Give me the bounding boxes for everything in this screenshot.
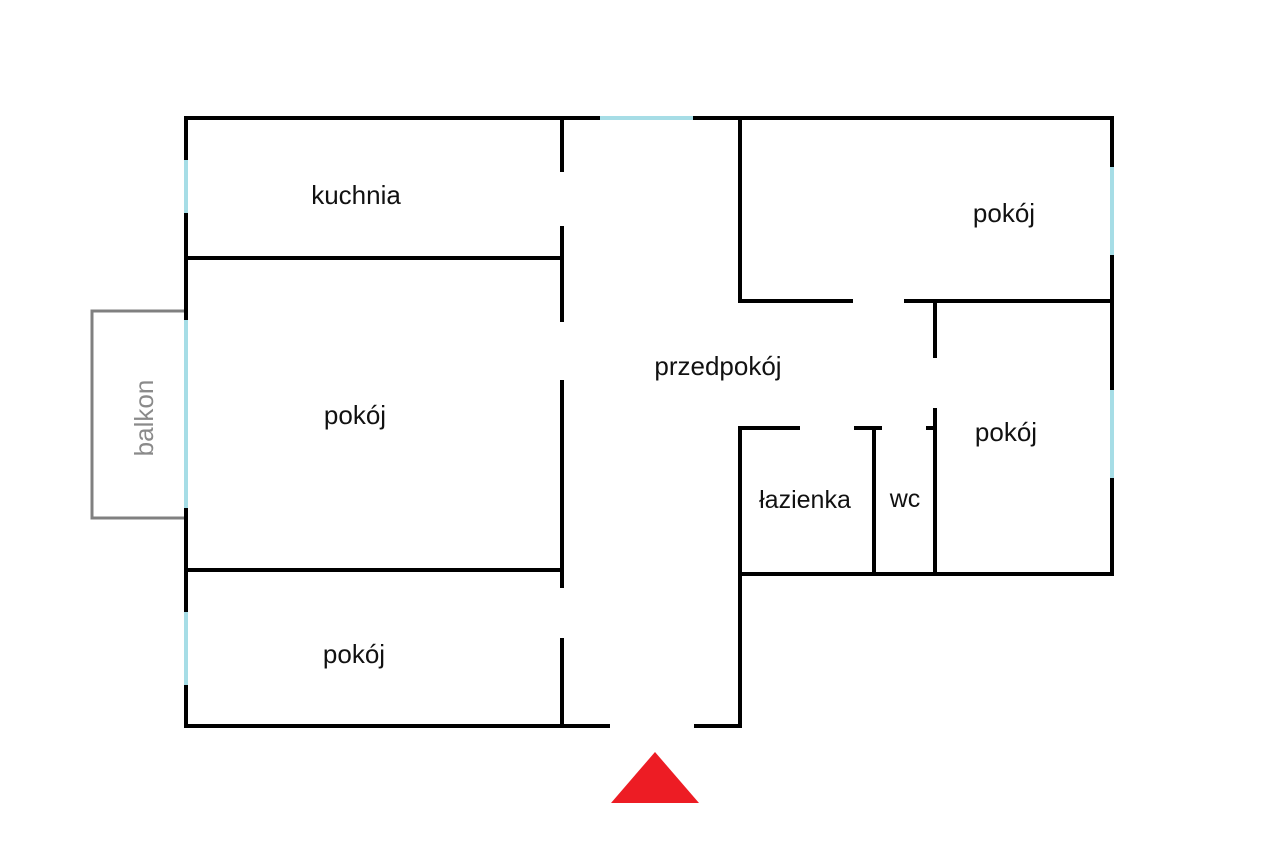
- label-kitchen: kuchnia: [311, 180, 401, 210]
- label-room-middle-left: pokój: [324, 400, 386, 430]
- label-bathroom: łazienka: [759, 486, 851, 514]
- windows: [184, 116, 1114, 685]
- entrance-arrow-icon: [611, 752, 699, 803]
- label-hallway: przedpokój: [654, 351, 781, 381]
- label-balcony: balkon: [129, 380, 159, 457]
- label-room-bottom-left: pokój: [323, 639, 385, 669]
- outer-walls: [184, 116, 1114, 728]
- label-room-middle-right: pokój: [975, 417, 1037, 447]
- label-toilet: wc: [889, 485, 921, 513]
- balcony-outline: [90, 309, 186, 520]
- left-partitions: [184, 116, 564, 728]
- label-room-top-right: pokój: [973, 198, 1035, 228]
- right-partitions: [738, 116, 1114, 576]
